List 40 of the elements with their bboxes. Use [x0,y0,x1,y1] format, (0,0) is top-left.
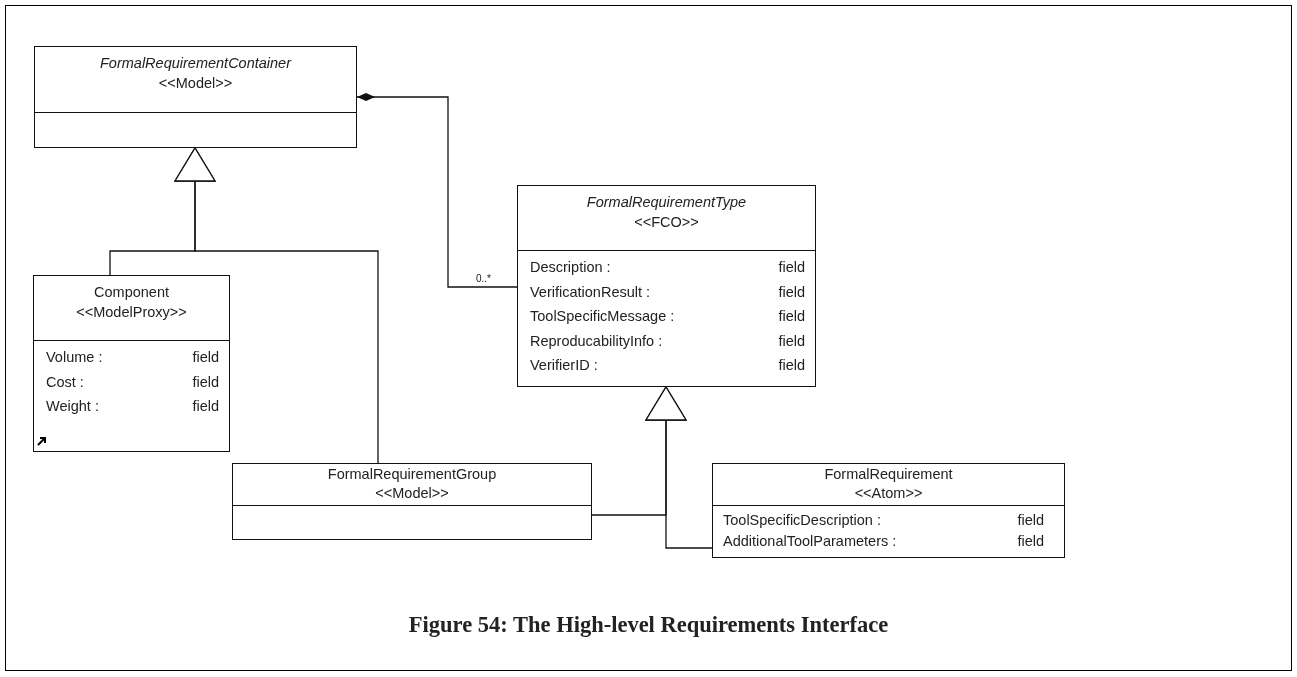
generalization-arrow [645,386,713,549]
stereotype-label: <<FCO>> [634,213,699,232]
class-name: FormalRequirementType [586,193,747,212]
attribute-type: field [192,397,219,416]
attribute-type: field [778,307,805,326]
stereotype-label: <<Atom>> [854,484,923,503]
attribute-name: Description : [530,258,612,277]
attribute-name: Cost : [46,372,85,392]
composition-line [356,93,518,288]
attribute-name: Volume : [46,348,104,367]
class-name: FormalRequirement [824,465,953,484]
attribute-type: field [192,348,219,367]
multiplicity-label: 0..* [476,273,491,284]
stereotype-label: <<Model>> [158,74,233,93]
attribute-type: field [778,258,805,277]
attribute-name: ToolSpecificMessage : [530,307,676,326]
attribute-type: field [192,372,219,392]
attribute-name: Weight : [46,397,100,416]
stereotype-label: <<ModelProxy>> [76,303,187,322]
attribute-type: field [778,331,805,351]
attribute-name: ToolSpecificDescription : [723,511,882,530]
attribute-type: field [1017,532,1044,551]
class-box [517,185,816,387]
generalization-arrow [174,147,379,464]
class-box [232,463,592,540]
attribute-type: field [778,356,805,375]
stereotype-label: <<Model>> [375,484,449,503]
attribute-name: ReproducabilityInfo : [530,331,664,351]
attribute-name: VerificationResult : [530,282,652,302]
figure-caption: Figure 54: The High-level Requirements Interface [408,612,889,637]
class-box [33,275,230,452]
class-name: FormalRequirementGroup [327,465,497,484]
class-box [712,463,1065,558]
attribute-name: AdditionalToolParameters : [723,532,898,551]
attribute-name: VerifierID : [530,356,599,375]
class-name: Component [94,283,169,302]
attribute-type: field [1017,511,1044,530]
class-box [34,46,357,148]
class-name: FormalRequirementContainer [100,54,291,73]
attribute-type: field [778,282,805,302]
